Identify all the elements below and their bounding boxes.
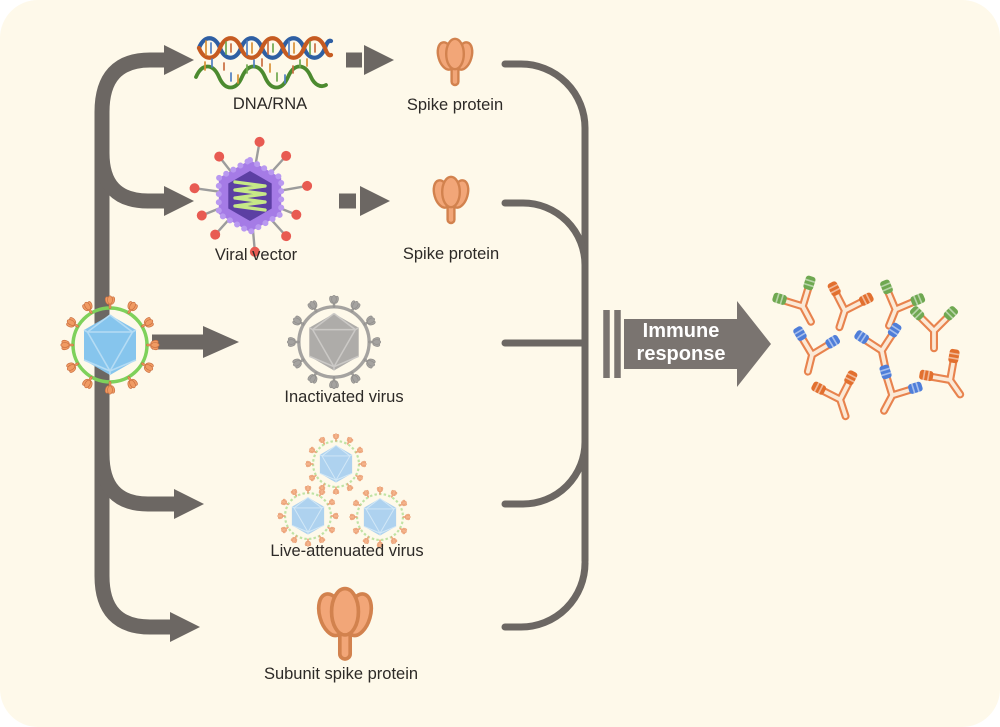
label-subunit-spike: Subunit spike protein	[263, 665, 419, 683]
antibody-icon	[915, 344, 981, 409]
coronavirus-icon	[61, 296, 159, 394]
label-live-attenuated: Live-attenuated virus	[270, 542, 424, 560]
dna-rna-icon	[194, 36, 334, 90]
antibody-icon	[815, 278, 876, 335]
inactivated-virus-icon	[287, 295, 380, 388]
viral-vector-icon	[189, 136, 313, 257]
label-inactivated-virus: Inactivated virus	[284, 388, 404, 406]
antibody-icon	[808, 367, 869, 424]
rna-bases	[204, 58, 308, 84]
immune-response-label: Immune response	[636, 320, 726, 365]
antibody-icon	[783, 323, 843, 377]
spike-protein-icon	[433, 37, 477, 87]
dna-base-pairs	[205, 40, 316, 56]
antibody-icon	[768, 272, 833, 334]
label-spike-protein-2: Spike protein	[402, 245, 500, 263]
antibody-icon	[862, 361, 927, 423]
antibodies-cluster	[768, 272, 981, 424]
subunit-spike-protein-icon	[312, 586, 378, 661]
label-dna-rna: DNA/RNA	[232, 95, 308, 113]
antibody-icon	[909, 305, 960, 348]
flow-connectors	[94, 45, 589, 642]
antibody-icon	[852, 320, 910, 373]
label-viral-vector: Viral vector	[214, 246, 298, 264]
live-attenuated-virus-icon	[277, 433, 410, 547]
spike-protein-icon	[429, 175, 473, 225]
immune-response-arrow	[603, 301, 771, 387]
label-spike-protein-1: Spike protein	[406, 96, 504, 114]
